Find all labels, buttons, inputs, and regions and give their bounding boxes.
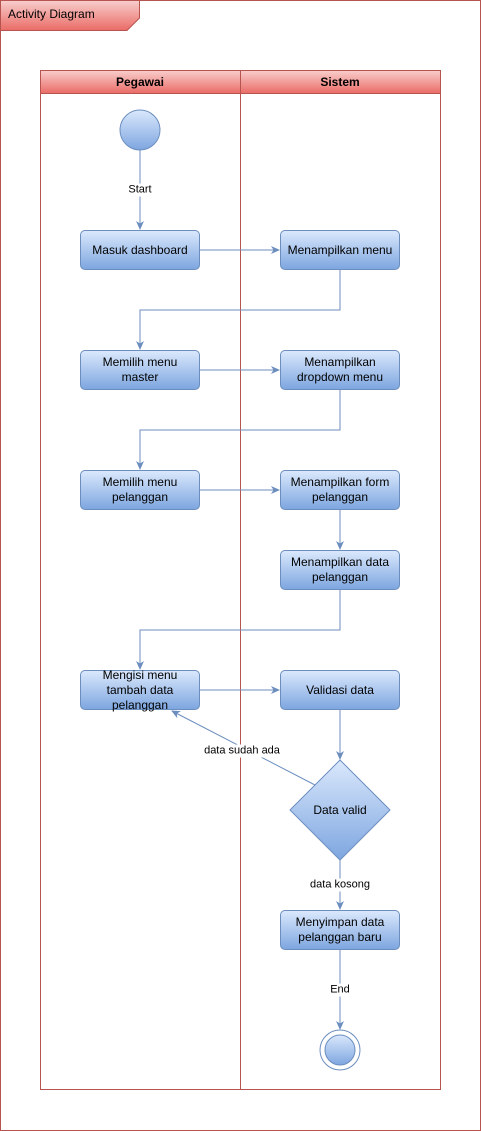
end-node-inner <box>324 1034 356 1066</box>
diagram-title: Activity Diagram <box>8 7 95 21</box>
edge-label-data-sudah-ada: data sudah ada <box>203 744 281 758</box>
edge-data-to-mengisi <box>136 590 341 670</box>
frame-title-tab <box>0 0 140 31</box>
lane-title-sistem: Sistem <box>320 74 360 89</box>
node-memilih-menu-pelanggan: Memilih menu pelanggan <box>80 470 200 510</box>
node-masuk-dashboard: Masuk dashboard <box>80 230 200 270</box>
edge-label-data-kosong: data kosong <box>309 878 371 892</box>
edge-label-end: End <box>329 983 351 997</box>
lane-sistem-header <box>240 70 441 94</box>
edge-label-start: Start <box>127 183 153 197</box>
node-menampilkan-menu: Menampilkan menu <box>280 230 400 270</box>
node-menampilkan-form: Menampilkan form pelanggan <box>280 470 400 510</box>
node-mengisi-menu: Mengisi menu tambah data pelanggan <box>80 668 200 712</box>
node-validasi-data: Validasi data <box>280 670 400 710</box>
decision-label: Data valid <box>313 803 367 817</box>
node-menampilkan-data: Menampilkan data pelanggan <box>280 550 400 590</box>
node-menyimpan-data: Menyimpan data pelanggan baru <box>280 910 400 950</box>
node-menampilkan-dropdown: Menampilkan dropdown menu <box>280 350 400 390</box>
lane-title-pegawai: Pegawai <box>115 74 165 89</box>
start-node <box>119 109 161 151</box>
edge-dropdown-to-pelanggan <box>136 390 341 470</box>
edge-menu-to-master <box>136 270 341 350</box>
node-memilih-menu-master: Memilih menu master <box>80 350 200 390</box>
